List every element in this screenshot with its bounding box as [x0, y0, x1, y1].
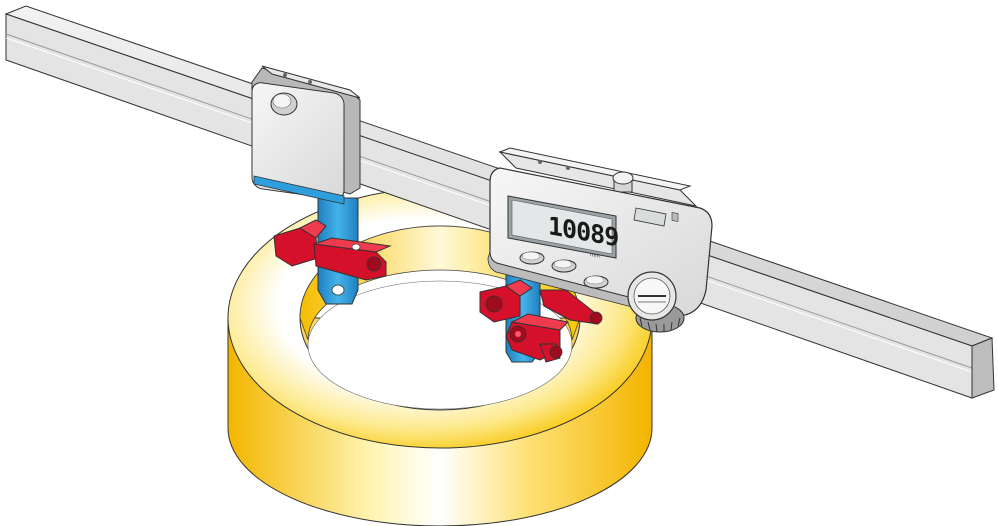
fine-adjust-knob-icon: [612, 171, 634, 193]
button-right[interactable]: [583, 275, 609, 289]
beam-end-face: [971, 337, 995, 399]
left-clamp: [273, 219, 392, 296]
lcd-display: 10089 mm: [507, 195, 618, 260]
lcd-unit: mm: [590, 252, 600, 260]
control-buttons: [519, 251, 609, 289]
left-slider-head: [251, 65, 361, 305]
lock-knob-icon: [270, 92, 298, 116]
button-middle[interactable]: [551, 259, 577, 273]
right-clamp: [479, 279, 603, 363]
thumbwheel-icon[interactable]: [627, 271, 685, 333]
button-left[interactable]: [519, 251, 545, 265]
